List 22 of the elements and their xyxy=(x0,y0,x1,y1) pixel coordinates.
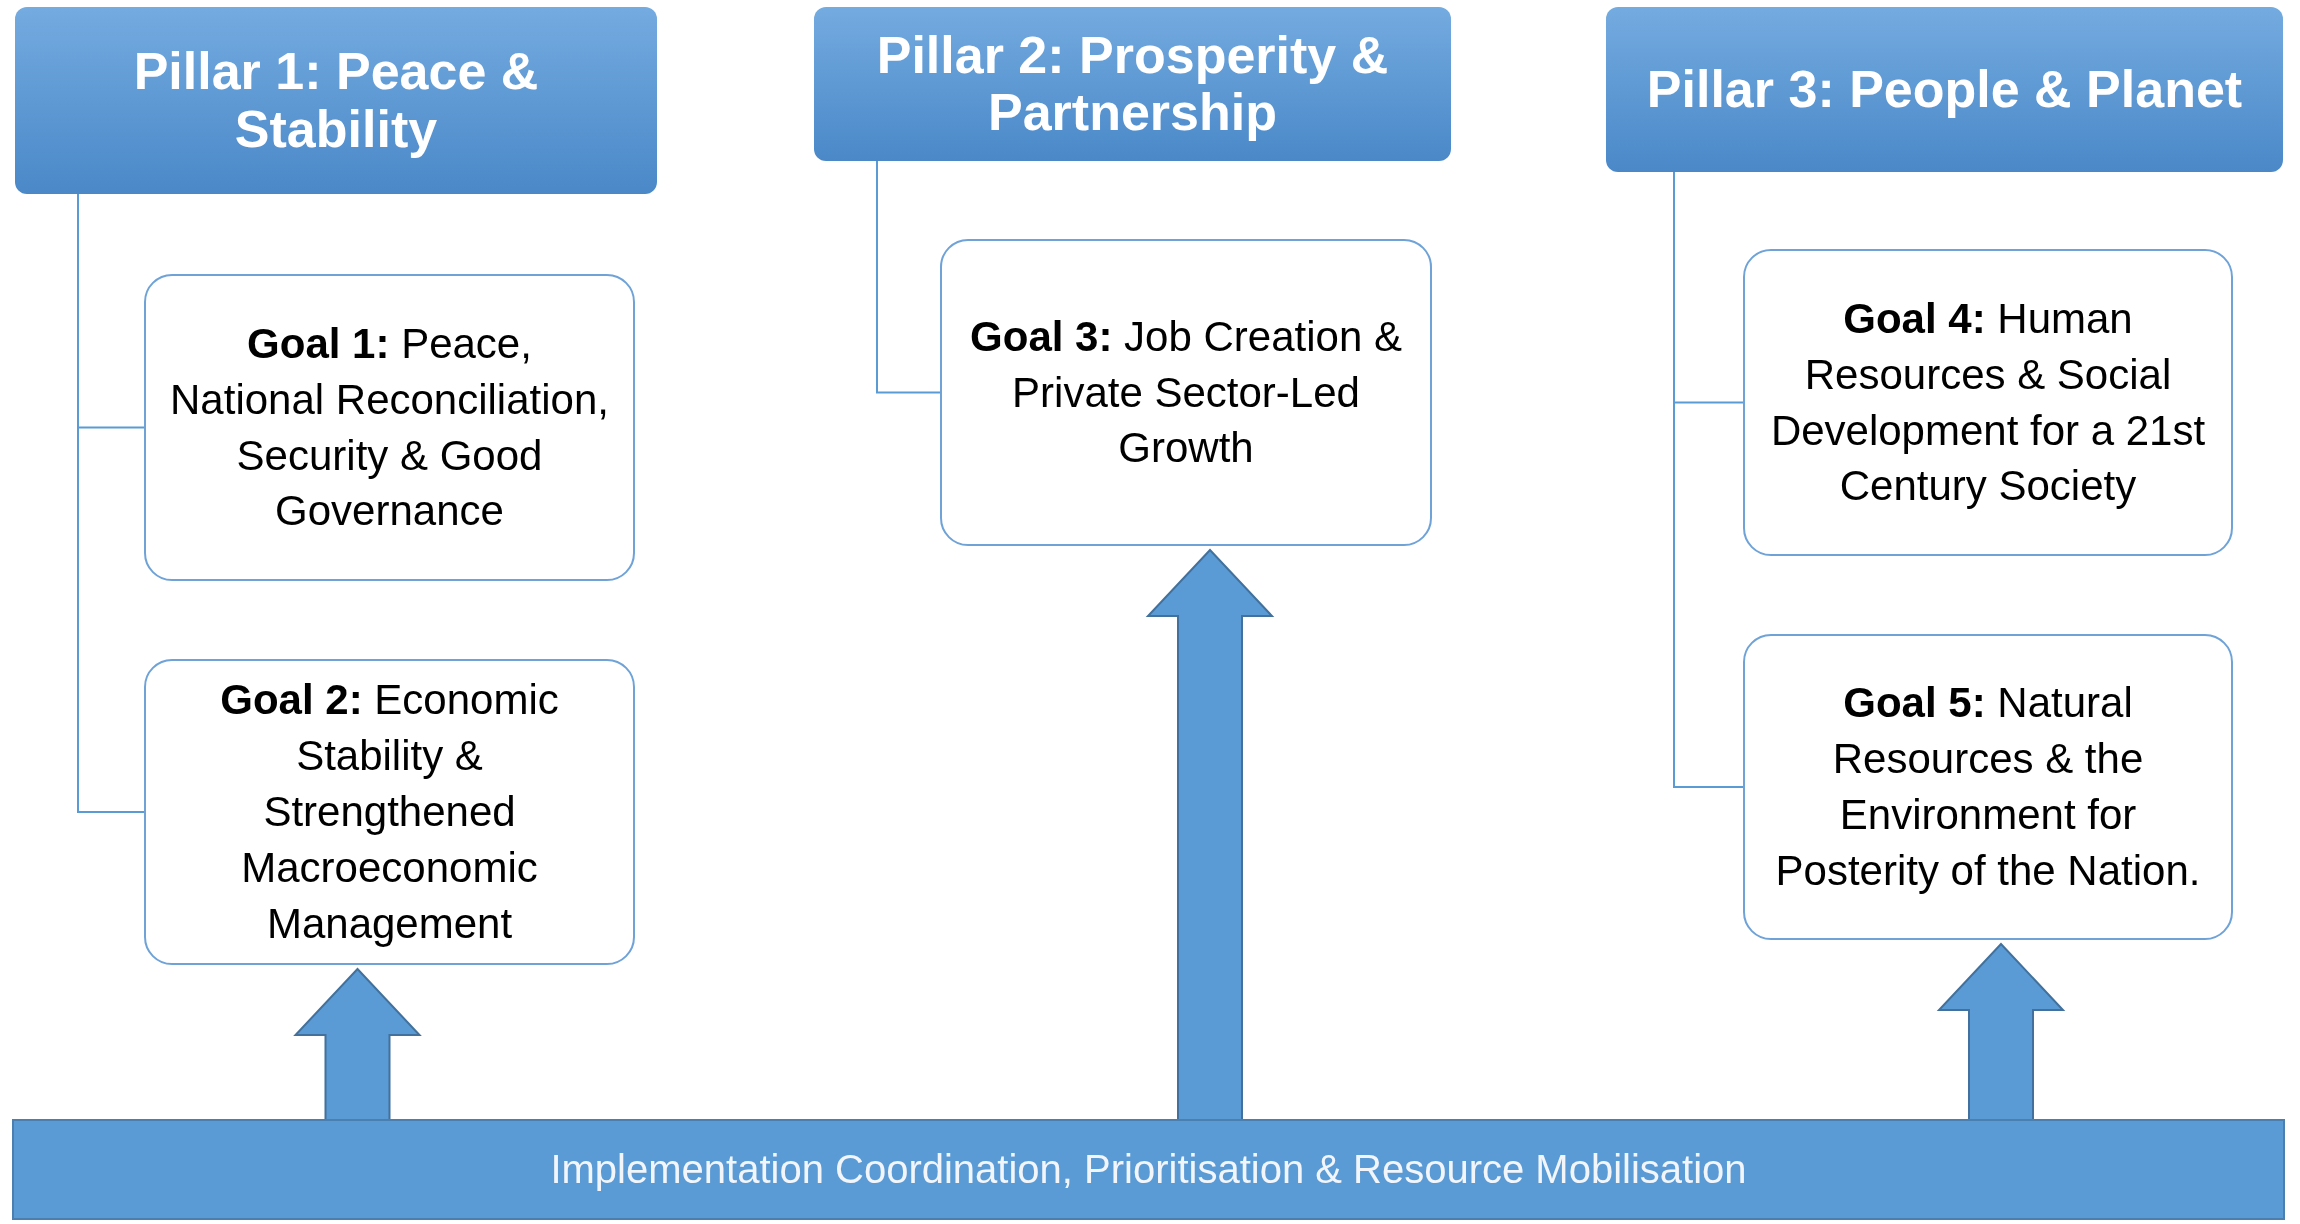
goal-box xyxy=(1743,634,2233,940)
pillar-title: Pillar 3: People & Planet xyxy=(1646,60,2243,119)
goal-text: Goal 3: Job Creation & Private Sector-Led Growth xyxy=(969,311,1403,474)
goal-box xyxy=(144,274,635,581)
connector-line xyxy=(876,160,941,394)
goal-text: Goal 5: Natural Resources & the Environment for Posterity of the Nation. xyxy=(1774,678,2202,896)
pillar-title: Pillar 2: Prosperity & Partnership xyxy=(875,26,1390,142)
implementation-bar xyxy=(12,1119,2285,1220)
goal-box xyxy=(940,239,1432,546)
goal-text: Goal 2: Economic Stability & Strengthened Macroeconomic Management xyxy=(219,675,560,949)
goal-text: Goal 4: Human Resources & Social Development for a 21st Century Society xyxy=(1769,293,2207,512)
pillar-header xyxy=(1606,7,2283,172)
pillar-header xyxy=(814,7,1451,161)
goal-box xyxy=(1743,249,2233,556)
goal-box xyxy=(144,659,635,965)
goal-text: Goal 1: Peace, National Reconciliation, Security & Good Governance xyxy=(169,318,610,537)
block-arrow xyxy=(1145,548,1275,1121)
bar-label: Implementation Coordination, Prioritisation & Resource Mobilisation xyxy=(550,1147,1747,1192)
block-arrow xyxy=(293,967,422,1121)
block-arrow xyxy=(1936,942,2066,1121)
pillar-header xyxy=(15,7,657,194)
pillar-title: Pillar 1: Peace & Stability xyxy=(132,43,540,158)
